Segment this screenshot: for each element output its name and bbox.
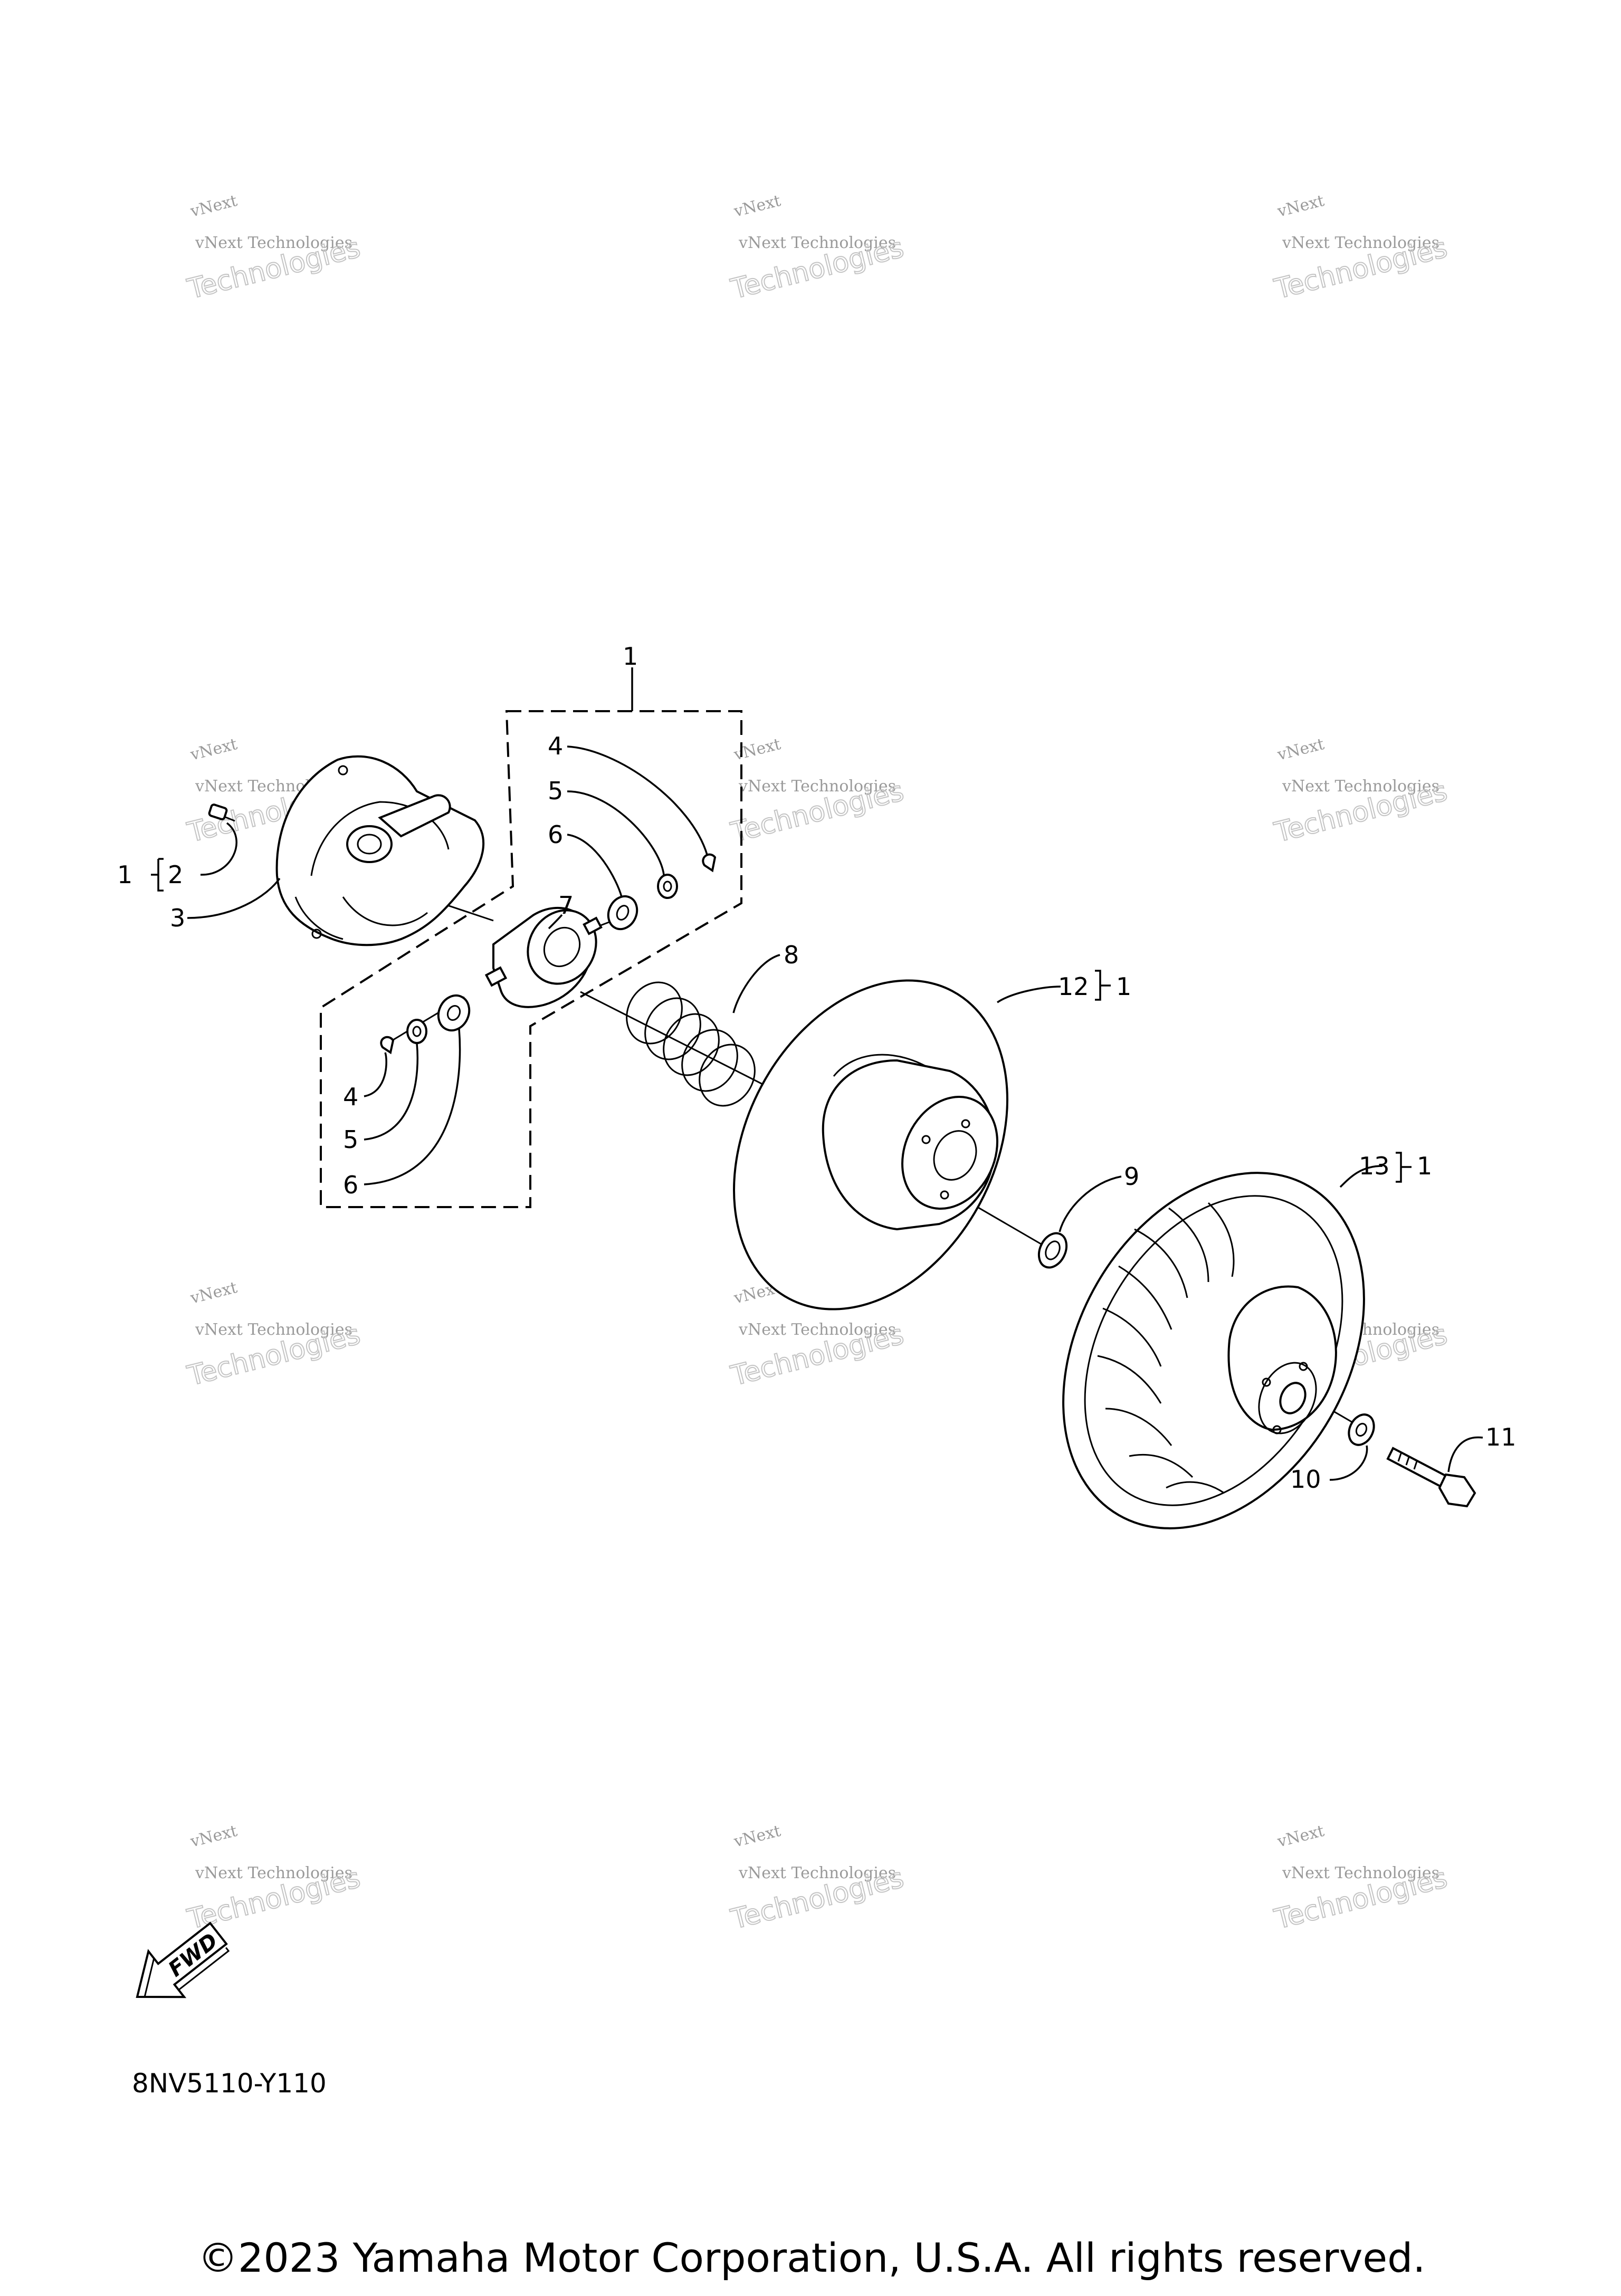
- svg-text:vNext Technologies: vNext Technologies: [195, 1321, 352, 1339]
- callout-3: 3: [170, 904, 185, 932]
- callout-10: 10: [1290, 1465, 1321, 1494]
- callout-12: 12: [1058, 972, 1089, 1001]
- roller-set-lower: [380, 994, 471, 1055]
- spider-part-7: [484, 906, 603, 1008]
- svg-text:vNext: vNext: [731, 735, 783, 764]
- watermark: vNext vNext Technologies Technologies: [184, 1822, 364, 1936]
- housing-part-3: [275, 755, 485, 946]
- svg-text:vNext: vNext: [188, 735, 239, 764]
- diagram-code: 8NV5110-Y110: [132, 2068, 327, 2099]
- washer-part-10: [1348, 1413, 1375, 1446]
- svg-text:vNext: vNext: [731, 192, 783, 221]
- watermark: vNext vNext Technologies Technologies: [727, 1822, 908, 1936]
- callout-7: 7: [558, 891, 574, 920]
- callout-1-top: 1: [623, 642, 638, 671]
- callout-numbers: 1 1 2 3 4 5 6 7 4 5 6 8 12 1 9 13 1 10 1…: [117, 642, 1517, 1494]
- watermark: vNext vNext Technologies Technologies: [184, 1278, 364, 1393]
- callout-brackets: [151, 858, 1412, 1183]
- callout-6-upper: 6: [548, 820, 563, 849]
- watermark: vNext vNext Technologies Technologies: [1271, 192, 1451, 306]
- fan-sheave-part-13: [1062, 1172, 1365, 1529]
- callout-8: 8: [784, 941, 799, 969]
- callout-4-lower: 4: [343, 1083, 358, 1111]
- callout-6-lower: 6: [343, 1171, 358, 1199]
- svg-text:vNext: vNext: [188, 192, 239, 221]
- washer-part-9: [1037, 1232, 1068, 1269]
- svg-text:vNext Technologies: vNext Technologies: [738, 777, 896, 796]
- svg-text:vNext: vNext: [1275, 735, 1326, 764]
- watermark: vNext vNext Technologies Technologies: [727, 192, 908, 306]
- callout-5-upper: 5: [548, 777, 563, 805]
- svg-text:vNext Technologies: vNext Technologies: [1282, 777, 1439, 796]
- callout-1-left: 1: [117, 860, 132, 889]
- svg-text:vNext Technologies: vNext Technologies: [738, 1321, 896, 1339]
- svg-text:vNext Technologies: vNext Technologies: [1282, 1864, 1439, 1882]
- watermark: vNext vNext Technologies Technologies: [184, 192, 364, 306]
- callout-13: 13: [1359, 1152, 1390, 1180]
- callout-11: 11: [1485, 1423, 1517, 1451]
- callout-12-ref: 1: [1116, 972, 1131, 1001]
- leader-lines: [187, 667, 1483, 1481]
- callout-4-upper: 4: [548, 732, 563, 760]
- svg-text:vNext: vNext: [1275, 1822, 1326, 1851]
- svg-text:vNext Technologies: vNext Technologies: [738, 1864, 896, 1882]
- copyright-notice: ©2023 Yamaha Motor Corporation, U.S.A. A…: [198, 2234, 1426, 2281]
- svg-text:vNext Technologies: vNext Technologies: [738, 234, 896, 252]
- sheave-part-12: [733, 979, 1008, 1310]
- roller-set-upper: [607, 853, 717, 931]
- watermark: vNext vNext Technologies Technologies: [1271, 735, 1451, 849]
- screw-part-2: [208, 803, 235, 822]
- svg-text:vNext Technologies: vNext Technologies: [195, 1864, 352, 1882]
- svg-text:vNext: vNext: [731, 1822, 783, 1851]
- callout-13-ref: 1: [1417, 1152, 1432, 1180]
- svg-text:vNext Technologies: vNext Technologies: [195, 234, 352, 252]
- callout-2: 2: [168, 860, 183, 889]
- kit-boundary: [320, 710, 742, 1208]
- svg-text:vNext Technologies: vNext Technologies: [1282, 234, 1439, 252]
- svg-text:vNext: vNext: [188, 1278, 239, 1308]
- watermark: vNext vNext Technologies Technologies: [1271, 1822, 1451, 1936]
- spring-part-8: [626, 981, 756, 1107]
- bolt-part-11: [1386, 1447, 1476, 1508]
- watermark: vNext vNext Technologies Technologies: [727, 735, 908, 849]
- svg-text:vNext: vNext: [1275, 192, 1326, 221]
- callout-5-lower: 5: [343, 1125, 358, 1154]
- callout-9: 9: [1124, 1162, 1139, 1191]
- svg-text:vNext: vNext: [188, 1822, 239, 1851]
